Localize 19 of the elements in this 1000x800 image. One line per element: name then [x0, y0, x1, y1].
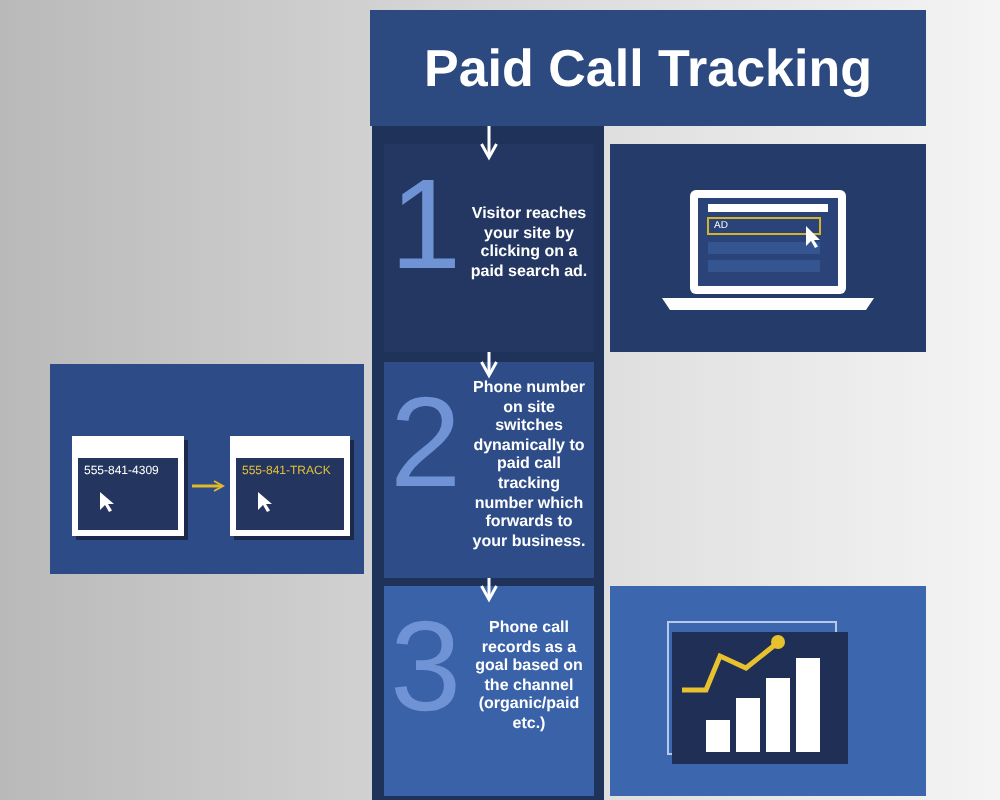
step-box: [384, 586, 594, 796]
step-number: 1: [390, 160, 462, 288]
title-banner: [370, 10, 926, 126]
illustration-panel: [610, 144, 926, 352]
illustration-panel: [610, 586, 926, 796]
illustration-panel: [50, 364, 364, 574]
step-number: 2: [390, 378, 462, 506]
browser-window: [72, 436, 184, 536]
title: Paid Call Tracking: [422, 38, 874, 100]
step-description: Phone number on site switches dynamically to paid call tracking number which forwards to your business.: [470, 378, 588, 551]
step-box: [384, 144, 594, 352]
chevron-arrow: [480, 578, 498, 601]
step-description: Phone call records as a goal based on the channel (organic/paid etc.): [473, 618, 585, 734]
browser-window: [230, 436, 350, 536]
arrow: [192, 480, 224, 492]
chevron-arrow: [480, 352, 498, 377]
step-description: Visitor reaches your site by clicking on a paid search ad.: [468, 204, 590, 281]
step-box: [384, 362, 594, 578]
chevron-arrow: [480, 126, 498, 159]
